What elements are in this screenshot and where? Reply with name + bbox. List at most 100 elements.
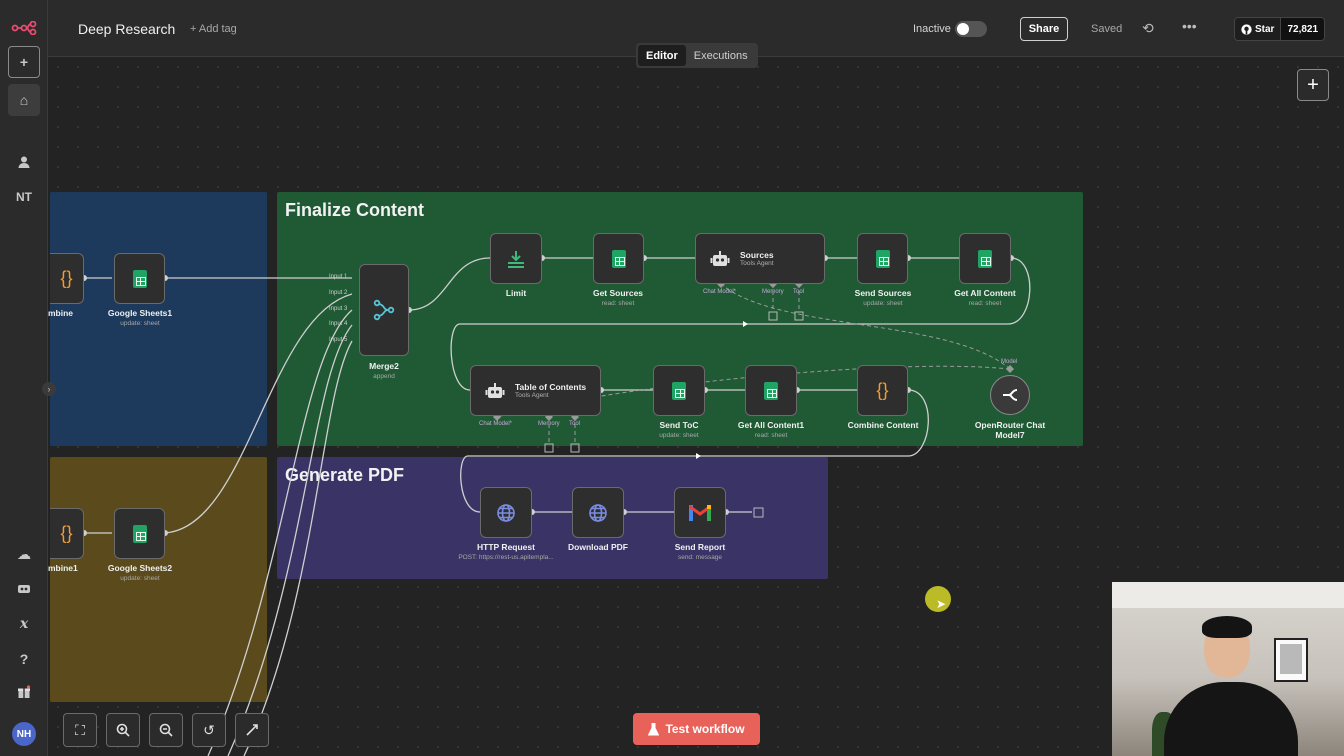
more-options-icon[interactable]: ••• xyxy=(1182,18,1197,34)
node-label: Limit xyxy=(505,288,527,298)
agent-title: Table of Contents xyxy=(515,382,587,392)
sources-agent-node[interactable]: Sources Tools Agent xyxy=(695,233,825,284)
combine-node-partial[interactable]: {} xyxy=(50,253,84,304)
node-label: Send Report xyxy=(674,542,726,552)
node-label: Get All Content1 xyxy=(737,420,805,430)
node-label: Google Sheets1 xyxy=(107,308,173,318)
group-title[interactable]: Finalize Content xyxy=(285,200,424,220)
zoom-in-icon[interactable] xyxy=(106,713,140,747)
github-star-button[interactable]: Star 72,821 xyxy=(1234,17,1326,41)
reset-zoom-icon[interactable]: ↺ xyxy=(192,713,226,747)
node-label: mbine xyxy=(48,308,74,318)
table-of-contents-agent-node[interactable]: Table of Contents Tools Agent xyxy=(470,365,601,416)
openrouter-icon xyxy=(1003,389,1018,401)
gift-icon[interactable] xyxy=(8,676,40,708)
node-label: Download PDF xyxy=(568,542,628,552)
cloud-icon[interactable]: ☁ xyxy=(17,545,31,562)
node-label: Get Sources xyxy=(592,288,644,298)
agent-text: Sources Tools Agent xyxy=(740,250,774,267)
home-icon[interactable]: ⌂ xyxy=(8,84,40,116)
edge-getall-toc xyxy=(450,257,1031,391)
saved-status: Saved xyxy=(1091,23,1123,35)
send-report-node[interactable] xyxy=(674,487,726,538)
port-label-chat-model: Chat Model* xyxy=(703,289,737,295)
add-connection-box xyxy=(570,443,580,453)
node-label: Get All Content xyxy=(954,288,1016,298)
webcam-ceiling xyxy=(1112,582,1344,608)
test-workflow-button[interactable]: Test workflow xyxy=(633,713,760,745)
globe-icon xyxy=(497,503,515,522)
generate-pdf-group: Generate PDF xyxy=(277,457,828,579)
tab-editor[interactable]: Editor xyxy=(638,45,686,66)
workflow-title[interactable]: Deep Research xyxy=(78,21,176,37)
github-icon xyxy=(1241,23,1252,35)
variables-icon[interactable]: x xyxy=(19,616,29,632)
user-icon[interactable] xyxy=(8,146,40,178)
google-sheets-icon xyxy=(611,249,626,268)
n8n-logo-icon[interactable] xyxy=(8,12,40,44)
templates-icon[interactable] xyxy=(8,573,40,605)
node-subtitle: update: sheet xyxy=(863,300,903,307)
node-subtitle: read: sheet xyxy=(601,300,635,307)
openrouter-chat-model-node[interactable] xyxy=(990,375,1030,415)
workflow-canvas[interactable]: Finalize Content Generate PDF xyxy=(48,57,1344,756)
group-title[interactable]: Generate PDF xyxy=(285,465,405,485)
gmail-icon xyxy=(689,504,711,521)
merge-input-label: Input 2 xyxy=(329,290,348,296)
node-subtitle: update: sheet xyxy=(120,320,160,327)
avatar[interactable]: NH xyxy=(12,722,36,746)
google-sheets2-node[interactable] xyxy=(114,508,165,559)
combine1-node-partial[interactable]: {} xyxy=(50,508,84,559)
google-sheets1-node[interactable] xyxy=(114,253,165,304)
node-subtitle: update: sheet xyxy=(659,432,699,439)
project-nt[interactable]: NT xyxy=(16,190,32,204)
merge-input-label: Input 4 xyxy=(329,321,348,327)
get-all-content-node[interactable] xyxy=(959,233,1011,284)
zoom-out-icon[interactable] xyxy=(149,713,183,747)
webcam-person-hair xyxy=(1202,616,1252,638)
tidy-up-icon[interactable] xyxy=(235,713,269,747)
node-label: Merge2 xyxy=(369,361,399,371)
google-sheets-icon xyxy=(978,249,992,268)
share-button[interactable]: Share xyxy=(1020,17,1068,41)
google-sheets-icon xyxy=(764,381,778,400)
get-all-content1-node[interactable] xyxy=(745,365,797,416)
combine-content-node[interactable]: {} xyxy=(857,365,908,416)
edge-model-sources xyxy=(720,283,1011,370)
http-request-node[interactable] xyxy=(480,487,532,538)
node-label: mbine1 xyxy=(48,563,78,573)
add-node-button[interactable]: + xyxy=(1297,69,1329,101)
view-tabs: Editor Executions xyxy=(636,43,758,68)
send-sources-node[interactable] xyxy=(857,233,908,284)
google-sheets-icon xyxy=(132,269,147,288)
send-toc-node[interactable] xyxy=(653,365,705,416)
merge-input-label: Input 3 xyxy=(329,306,348,312)
edge-arrow xyxy=(743,321,748,327)
active-toggle[interactable] xyxy=(955,21,987,37)
fit-view-icon[interactable]: ⛶ xyxy=(63,713,97,747)
history-icon[interactable]: ⟲ xyxy=(1142,20,1154,36)
expand-sidebar-icon[interactable]: › xyxy=(42,382,56,396)
tab-executions[interactable]: Executions xyxy=(693,49,748,62)
add-tag-button[interactable]: + Add tag xyxy=(190,23,237,35)
cursor-highlight xyxy=(925,586,951,612)
star-count: 72,821 xyxy=(1280,18,1325,40)
download-pdf-node[interactable] xyxy=(572,487,624,538)
add-connection-box xyxy=(768,311,778,321)
cursor-arrow-icon: ➤ xyxy=(936,597,947,611)
help-icon[interactable]: ? xyxy=(19,651,29,667)
limit-node[interactable] xyxy=(490,233,542,284)
left-sidebar: + ⌂ NT ☁ x ? NH xyxy=(0,0,48,756)
add-workflow-button[interactable]: + xyxy=(8,46,40,78)
google-sheets-icon xyxy=(875,249,890,268)
code-braces-icon: {} xyxy=(60,523,73,543)
port-label-model: Model xyxy=(1001,359,1018,365)
node-subtitle: POST: https://rest-us.apitempla... xyxy=(458,554,554,561)
get-sources-node[interactable] xyxy=(593,233,644,284)
add-connection-box xyxy=(794,311,804,321)
limit-icon xyxy=(508,250,524,268)
merge2-node[interactable] xyxy=(359,264,409,356)
port-label-tool: Tool xyxy=(793,289,805,295)
code-braces-icon: {} xyxy=(876,380,889,400)
node-subtitle: update: sheet xyxy=(120,575,160,582)
